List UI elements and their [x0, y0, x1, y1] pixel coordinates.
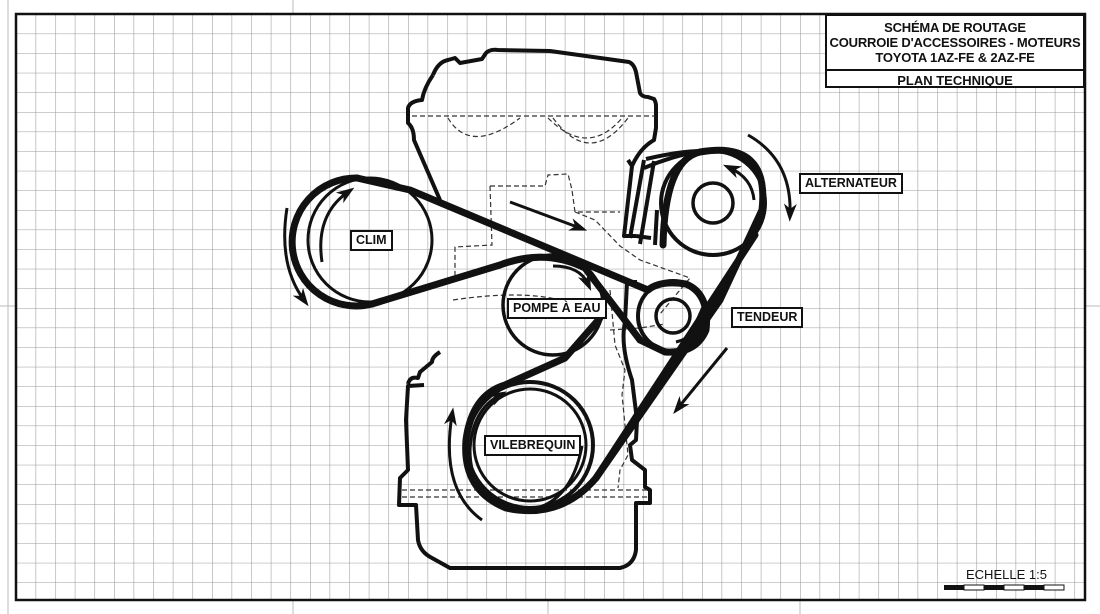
alternator-hub: [691, 181, 735, 225]
clim-pulley: [306, 176, 434, 304]
label-pompe-a-eau: POMPE À EAU: [507, 298, 607, 319]
belt-direction-arrow-top: [509, 200, 588, 231]
tensioner-rotation-arrow: [675, 304, 708, 344]
crankshaft-inner-ring: [472, 387, 588, 503]
internal-dashed-lines: [402, 115, 692, 498]
crank-inner-rotation-arrow: [468, 391, 584, 513]
scale-bar: [944, 584, 1065, 591]
title-line-3: TOYOTA 1AZ-FE & 2AZ-FE: [875, 50, 1035, 65]
title-subtitle: PLAN TECHNIQUE: [897, 73, 1013, 88]
belt-direction-arrow-right: [673, 347, 729, 414]
title-block: SCHÉMA DE ROUTAGE COURROIE D'ACCESSOIRES…: [825, 14, 1085, 88]
crankshaft-pulley: [465, 380, 595, 510]
alternator-inner-rotation-arrow: [722, 164, 756, 201]
alternator-outer-rotation-arrow: [747, 133, 797, 222]
label-clim: CLIM: [350, 230, 393, 251]
clim-inner-rotation-arrow: [319, 187, 355, 263]
label-alternateur: ALTERNATEUR: [799, 173, 903, 194]
title-line-1: SCHÉMA DE ROUTAGE: [884, 20, 1026, 35]
scale-label: ECHELLE 1:5: [966, 567, 1047, 582]
title-line-2: COURROIE D'ACCESSOIRES - MOTEURS: [829, 35, 1081, 50]
label-tendeur: TENDEUR: [731, 307, 804, 328]
drawing-border: [14, 12, 1087, 602]
crank-outer-rotation-arrow: [444, 407, 483, 522]
alternator-pulley: [659, 149, 767, 257]
clim-outer-rotation-arrow: [283, 207, 309, 307]
label-vilebrequin: VILEBREQUIN: [484, 435, 582, 456]
tensioner-pulley: [636, 279, 710, 353]
rotation-arrows: [283, 133, 797, 522]
tensioner-hub: [654, 297, 692, 335]
title-main: SCHÉMA DE ROUTAGE COURROIE D'ACCESSOIRES…: [827, 16, 1083, 71]
water-pump-rotation-arrow: [552, 264, 592, 292]
